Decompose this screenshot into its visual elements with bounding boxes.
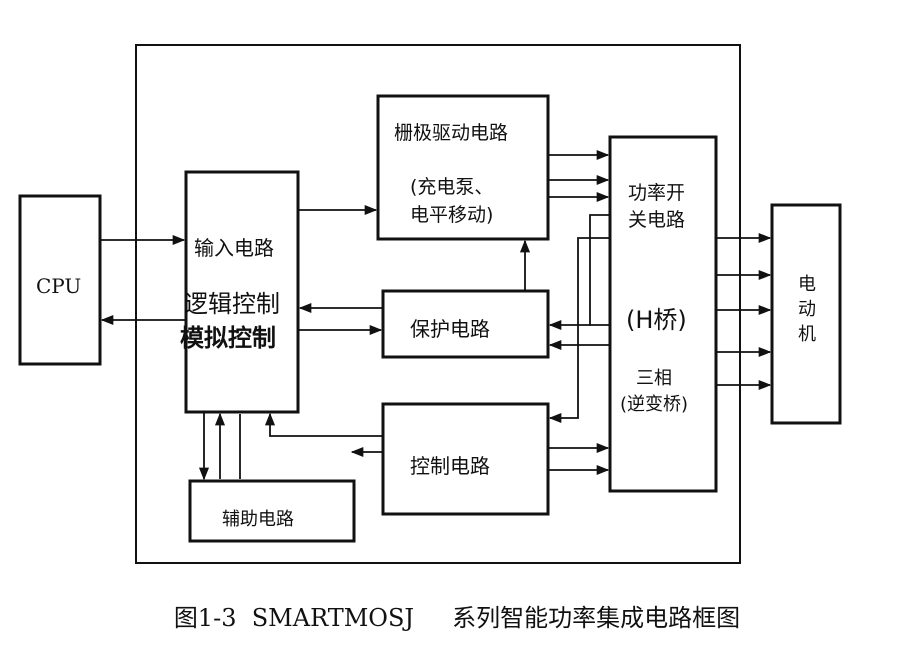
motor-block [770,203,842,425]
cpu-label: CPU [36,274,82,298]
power-switch-block [608,135,718,493]
power-switch-label-2: 关电路 [628,209,686,231]
auxiliary-label: 辅助电路 [222,509,294,530]
logic-control-label: 逻辑控制 [184,290,280,318]
auxiliary-block [188,479,356,543]
gate-driver-sub1-label: (充电泵、 [410,176,494,198]
gate-driver-sub2-label: 电平移动) [410,204,494,226]
inverter-bridge-label: (逆变桥) [620,394,689,415]
control-label: 控制电路 [410,454,490,478]
protection-label: 保护电路 [410,317,490,341]
gate-driver-block [376,94,550,241]
gate-driver-label: 栅极驱动电路 [394,122,509,144]
switch-to-protection-bus-1 [548,214,610,331]
control-to-input-line [264,412,383,437]
three-phase-label: 三相 [636,368,672,389]
motor-label-1: 电 [798,274,816,295]
h-bridge-label: (H桥) [626,306,687,334]
cpu-block [18,194,102,366]
control-block [381,402,550,516]
input-circuit-label: 输入电路 [194,236,274,260]
power-switch-label-1: 功率开 [628,182,686,204]
motor-label-3: 机 [798,324,816,345]
input-circuit-block [184,170,300,414]
figure-caption: 图1-3 SMARTMOSJ 系列智能功率集成电路框图 [173,604,741,632]
chip-boundary [135,44,741,564]
switch-to-protection-bus-2 [548,237,610,424]
motor-label-2: 动 [798,299,816,320]
analog-control-label: 模拟控制 [180,324,276,352]
protection-block [381,289,550,359]
